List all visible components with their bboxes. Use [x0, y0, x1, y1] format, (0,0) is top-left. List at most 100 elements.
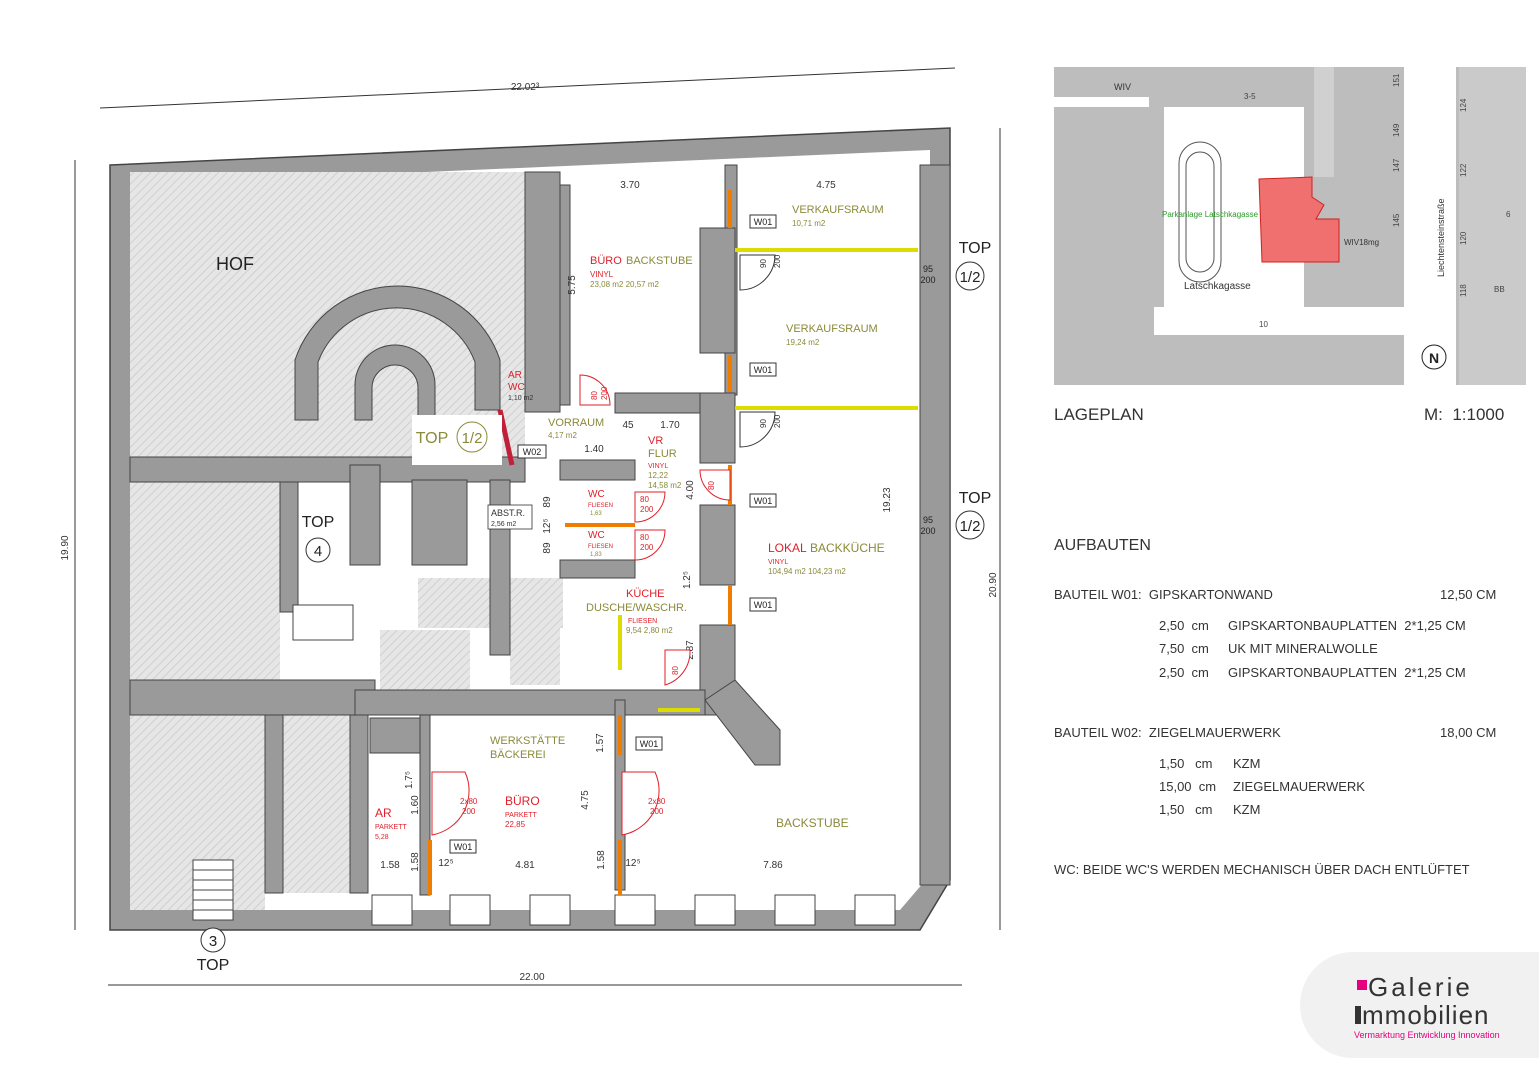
- svg-text:BÜRO: BÜRO: [505, 794, 540, 808]
- door-2: 90 200: [739, 411, 782, 448]
- site-num-10: 118: [1459, 284, 1468, 297]
- hof-label: HOF: [216, 254, 254, 274]
- svg-text:12,22: 12,22: [648, 471, 669, 480]
- dim-158a: 1.58: [410, 852, 421, 872]
- dim-786: 7.86: [763, 860, 783, 871]
- svg-text:5,28: 5,28: [375, 834, 389, 841]
- site-num-7: 124: [1459, 98, 1468, 112]
- svg-text:3: 3: [209, 933, 217, 950]
- wall-b: [559, 184, 571, 406]
- svg-text:VINYL: VINYL: [768, 559, 788, 566]
- svg-text:TOP: TOP: [959, 490, 992, 507]
- dim-right-inner: 19.23: [882, 487, 893, 512]
- tag-w01-3: W01: [749, 493, 777, 508]
- street-latschkagasse: [1154, 307, 1414, 335]
- scale-label: M: 1:1000: [1424, 405, 1505, 424]
- svg-text:VINYL: VINYL: [648, 463, 668, 470]
- window-b1: [371, 894, 413, 926]
- site-num-12: 6: [1506, 210, 1511, 219]
- site-num-6: 10: [1259, 320, 1268, 329]
- logo-line-1: Galerie: [1368, 972, 1473, 1002]
- svg-text:1/2: 1/2: [960, 269, 981, 286]
- site-num-3: 149: [1392, 123, 1401, 137]
- room-ar-wc: AR WC 1,10 m2: [508, 370, 533, 402]
- svg-text:200: 200: [773, 414, 782, 428]
- dim-481: 4.81: [515, 860, 535, 871]
- dim-89a: 89: [542, 496, 553, 508]
- svg-text:WC: WC: [588, 530, 605, 541]
- w01-layer-1: 2,50 cm: [1159, 618, 1209, 633]
- top-marker-3: 3 TOP: [197, 927, 229, 974]
- site-num-4: 147: [1392, 158, 1401, 172]
- dim-158c: 1.58: [596, 850, 607, 870]
- dim-400: 4.00: [685, 480, 696, 500]
- svg-text:95: 95: [923, 515, 933, 525]
- logo-square-icon: [1357, 980, 1367, 990]
- dim-160: 1.60: [410, 795, 421, 815]
- wall-u: [559, 559, 636, 579]
- svg-text:200: 200: [650, 807, 664, 816]
- wc-note: WC: BEIDE WC'S WERDEN MECHANISCH ÜBER DA…: [1054, 862, 1470, 877]
- left-wing-area: [130, 480, 280, 680]
- door-4: 80: [699, 469, 731, 501]
- stair-core: [354, 344, 436, 421]
- svg-text:FLIESEN: FLIESEN: [588, 503, 613, 509]
- dim-bottom: 22.00: [519, 972, 544, 983]
- svg-text:BÜRO: BÜRO: [590, 255, 622, 267]
- tag-w01-4: W01: [749, 597, 777, 612]
- svg-text:BACKKÜCHE: BACKKÜCHE: [810, 541, 885, 555]
- door-5: 80 200: [634, 491, 666, 523]
- svg-text:FLIESEN: FLIESEN: [588, 544, 613, 550]
- door-7: 80: [664, 649, 691, 686]
- room-lokal-backkueche: LOKAL BACKKÜCHE VINYL 104,94 m2 104,23 m…: [768, 541, 885, 576]
- svg-text:VERKAUFSRAUM: VERKAUFSRAUM: [786, 323, 878, 335]
- tag-w01-1: W01: [749, 214, 777, 229]
- w02-layer-2-material: ZIEGELMAUERWERK: [1233, 779, 1365, 794]
- svg-text:200: 200: [640, 543, 654, 552]
- dim-89b: 89: [542, 542, 553, 554]
- window-b2: [449, 894, 491, 926]
- site-num-8: 122: [1459, 163, 1468, 177]
- svg-text:BACKSTUBE: BACKSTUBE: [626, 255, 693, 267]
- svg-text:WC: WC: [588, 489, 605, 500]
- svg-text:VERKAUFSRAUM: VERKAUFSRAUM: [792, 204, 884, 216]
- top-marker-b: TOP 1/2 95 200: [920, 490, 992, 540]
- tag-w01-2: W01: [749, 362, 777, 377]
- svg-text:23,08 m2 20,57 m2: 23,08 m2 20,57 m2: [590, 280, 659, 289]
- door-1: 90 200: [739, 254, 782, 291]
- svg-text:9,54 2,80 m2: 9,54 2,80 m2: [626, 626, 673, 635]
- svg-text:TOP: TOP: [416, 430, 449, 447]
- dim-575: 5.75: [567, 275, 578, 295]
- room-vorraum: VORRAUM 4,17 m2: [548, 417, 604, 440]
- room-kueche: KÜCHE DUSCHE/WASCHR. FLIESEN 9,54 2,80 m…: [586, 588, 687, 635]
- svg-text:80: 80: [590, 391, 599, 400]
- wall-h: [699, 504, 736, 586]
- floor-plan: 22.02³ 22.00 19.90 20.90 19.23 3.70 4.75…: [60, 67, 1001, 986]
- svg-text:W01: W01: [454, 842, 473, 852]
- wall-s: [411, 479, 468, 566]
- room-verkaufsraum-2: VERKAUFSRAUM 19,24 m2: [786, 323, 878, 347]
- wall-q: [279, 481, 299, 613]
- wall-x: [419, 714, 431, 896]
- wall-e: [919, 164, 951, 886]
- tag-w01-6: W01: [449, 839, 477, 854]
- center-block-3: [510, 615, 560, 685]
- north-arrow-icon: N: [1421, 344, 1447, 370]
- svg-text:KÜCHE: KÜCHE: [626, 588, 665, 600]
- svg-text:95: 95: [923, 264, 933, 274]
- w01-total: 12,50 CM: [1440, 587, 1497, 602]
- svg-text:TOP: TOP: [302, 514, 335, 531]
- svg-text:VR: VR: [648, 435, 663, 447]
- room-wc-1: WC FLIESEN 1,63: [588, 489, 613, 517]
- svg-text:1,10 m2: 1,10 m2: [508, 395, 533, 402]
- wiv-top: WIV: [1114, 82, 1131, 92]
- svg-text:FLUR: FLUR: [648, 448, 677, 460]
- dim-157: 1.57: [595, 733, 606, 753]
- left-lower-area-2: [282, 715, 352, 893]
- stair-mid: [292, 604, 354, 641]
- site-num-9: 120: [1459, 231, 1468, 245]
- svg-text:W01: W01: [754, 365, 773, 375]
- svg-text:22,85: 22,85: [505, 820, 526, 829]
- w02-total: 18,00 CM: [1440, 725, 1497, 740]
- svg-text:4: 4: [314, 543, 322, 560]
